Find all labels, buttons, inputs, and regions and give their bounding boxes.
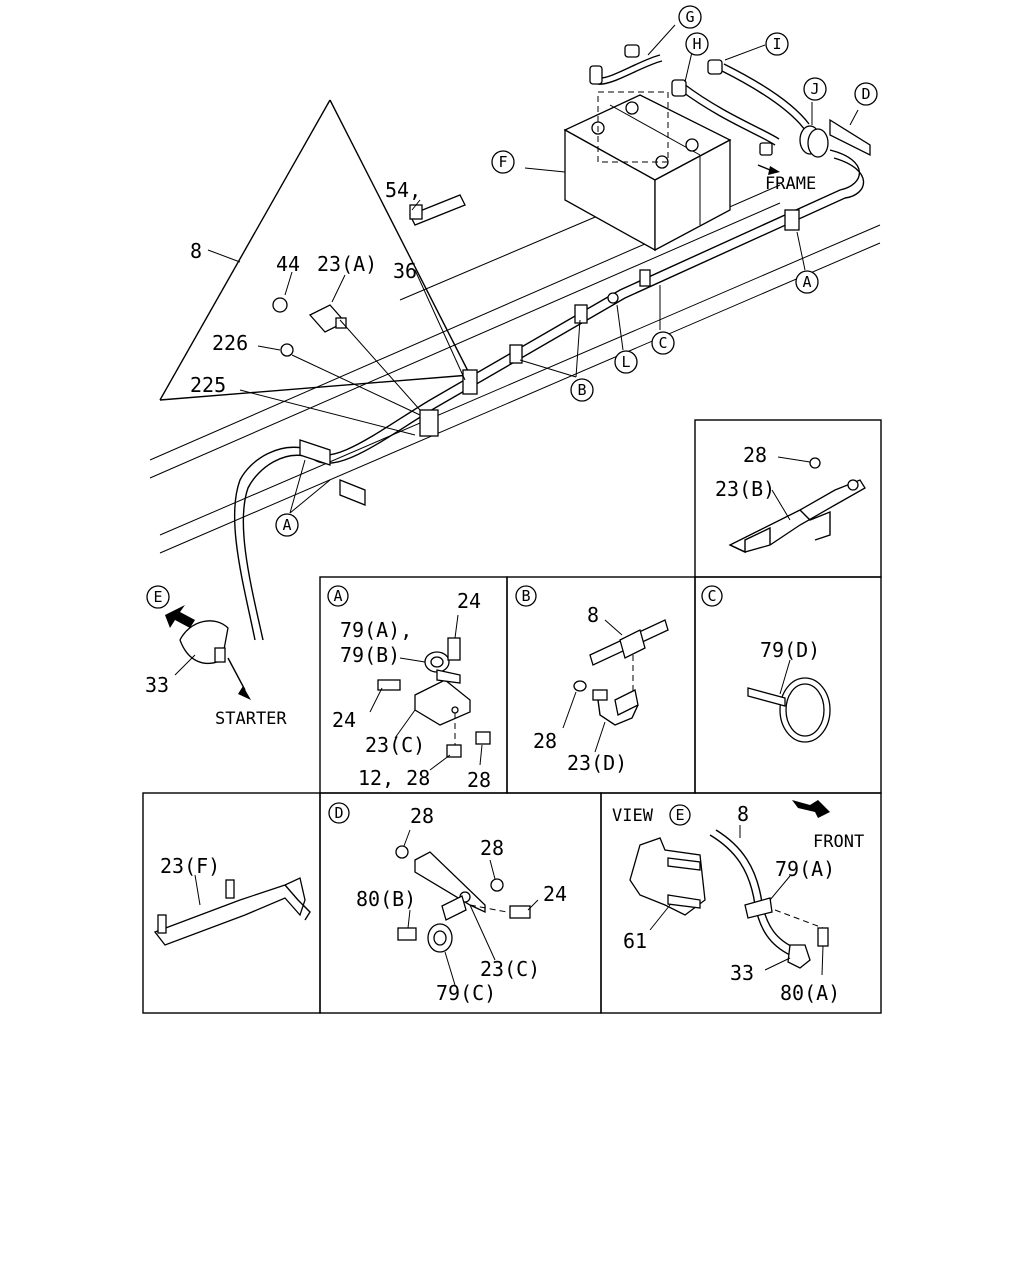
callout-b: B <box>577 381 586 399</box>
label-79c: 79(C) <box>436 981 496 1005</box>
panel-a: A 24 79(A), 79(B) 24 23(C) 12, 28 28 <box>327 585 491 792</box>
label-80b: 80(B) <box>356 887 416 911</box>
label-view: VIEW <box>612 806 654 826</box>
label-44: 44 <box>276 252 300 276</box>
label-8: 8 <box>190 239 202 263</box>
label-front: FRONT <box>813 832 864 852</box>
label-23d: 23(D) <box>567 751 627 775</box>
label-8-e: 8 <box>737 802 749 826</box>
label-23f: 23(F) <box>160 854 220 878</box>
callout-j: J <box>810 80 819 98</box>
panel-23f: 23(F) <box>153 854 311 946</box>
label-54: 54, <box>385 178 421 202</box>
label-24-left: 24 <box>332 708 356 732</box>
panel-d: D 28 28 24 80(B) 23(C) 79(C) <box>328 802 567 1005</box>
label-79b: 79(B) <box>340 643 400 667</box>
label-61: 61 <box>623 929 647 953</box>
battery-cables <box>589 44 810 156</box>
callout-circles <box>146 5 878 609</box>
label-23b: 23(B) <box>715 477 775 501</box>
label-28-d-top: 28 <box>410 804 434 828</box>
panel-d-title: D <box>334 804 343 822</box>
callout-a-upper: A <box>802 273 811 291</box>
front-arrow <box>792 800 830 818</box>
callout-c: C <box>658 334 667 352</box>
main-drawing: G H I J D F A C L B A E 54, 36 8 44 23(A… <box>145 5 881 729</box>
panel-a-title: A <box>333 587 342 605</box>
label-79a-e: 79(A) <box>775 857 835 881</box>
callout-d: D <box>861 85 870 103</box>
starter-terminal <box>179 620 251 700</box>
callout-triangle <box>159 99 471 401</box>
view-e-circle: E <box>675 806 684 824</box>
label-12-28: 12, 28 <box>358 766 430 790</box>
label-36: 36 <box>393 259 417 283</box>
leader-lines <box>174 24 859 676</box>
panel-23b: 28 23(B) <box>715 443 866 554</box>
label-28-b: 28 <box>743 443 767 467</box>
label-8-b: 8 <box>587 603 599 627</box>
label-23a: 23(A) <box>317 252 377 276</box>
label-225: 225 <box>190 373 226 397</box>
callout-h: H <box>692 35 701 53</box>
callout-l: L <box>621 353 630 371</box>
callout-e: E <box>153 588 162 606</box>
label-33: 33 <box>145 673 169 697</box>
callout-a-lower: A <box>282 516 291 534</box>
label-28-b-panel: 28 <box>533 729 557 753</box>
label-23c-d: 23(C) <box>480 957 540 981</box>
view-e-arrow <box>165 605 195 628</box>
label-28-d-right: 28 <box>480 836 504 860</box>
panel-grid <box>142 419 882 1014</box>
label-33-e: 33 <box>730 961 754 985</box>
panel-c-title: C <box>707 587 716 605</box>
callout-g: G <box>685 8 694 26</box>
label-79a: 79(A), <box>340 618 412 642</box>
panel-view-e: VIEW E 8 FRONT 79(A) 61 33 80(A) <box>612 800 864 1005</box>
label-24-top: 24 <box>457 589 481 613</box>
callout-f: F <box>498 153 507 171</box>
grommet <box>799 118 871 158</box>
battery <box>563 91 732 252</box>
label-frame: FRAME <box>765 174 816 194</box>
panel-b: B 8 28 23(D) <box>515 585 669 775</box>
label-24-d: 24 <box>543 882 567 906</box>
label-28-a: 28 <box>467 768 491 792</box>
panel-b-title: B <box>521 587 530 605</box>
label-23c: 23(C) <box>365 733 425 757</box>
label-starter: STARTER <box>215 709 287 729</box>
main-labels: 54, 36 8 44 23(A) 226 225 33 FRAME START… <box>145 174 816 729</box>
label-226: 226 <box>212 331 248 355</box>
label-80a: 80(A) <box>780 981 840 1005</box>
label-79d: 79(D) <box>760 638 820 662</box>
main-cable <box>233 149 865 641</box>
terminal-parts <box>272 194 466 357</box>
panel-c: C 79(D) <box>701 585 831 743</box>
callout-letters: G H I J D F A C L B A E <box>153 8 870 606</box>
callout-i: I <box>772 35 781 53</box>
